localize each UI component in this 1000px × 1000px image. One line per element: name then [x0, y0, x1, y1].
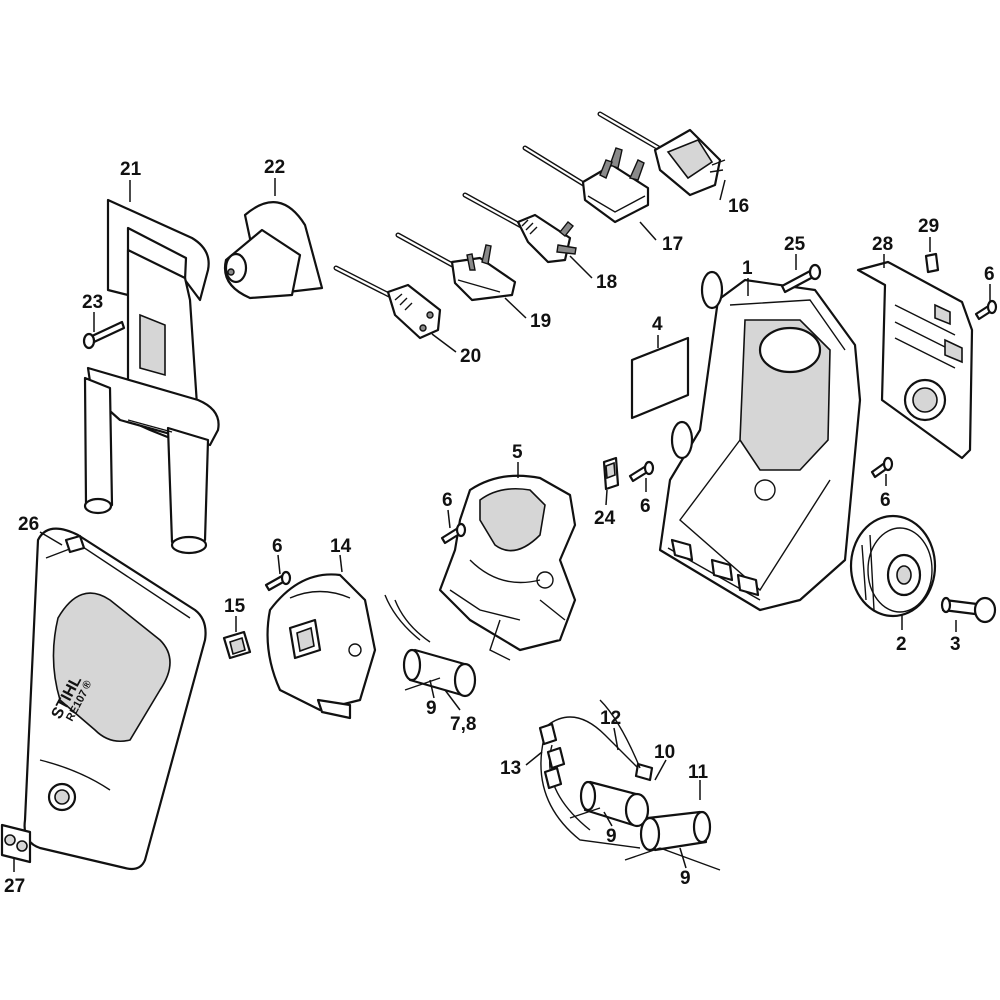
callout-6-left: 6	[272, 536, 283, 557]
part-power-cord-17	[522, 145, 650, 224]
part-housing	[658, 270, 862, 612]
callout-19: 19	[530, 311, 551, 332]
callout-28: 28	[872, 234, 893, 255]
callout-4: 4	[652, 314, 663, 335]
part-axle-pin	[940, 596, 997, 624]
part-capacitor-11	[624, 810, 721, 871]
callout-labels: 21 22 23 16 17 18 19 20 1 25 28 29 6 4 5…	[4, 157, 995, 897]
callout-7-8: 7,8	[450, 714, 476, 735]
callout-6-right: 6	[984, 264, 995, 285]
part-screw-6-mid	[440, 522, 467, 545]
callout-27: 27	[4, 876, 25, 897]
callout-25: 25	[784, 234, 806, 255]
part-rear-panel	[856, 260, 974, 460]
callout-21: 21	[120, 159, 142, 180]
part-power-cord-19	[395, 232, 517, 302]
part-capacitor-10	[569, 780, 650, 828]
callout-3: 3	[950, 634, 961, 655]
callout-26: 26	[18, 514, 39, 535]
callout-6-center: 6	[640, 496, 651, 517]
part-wheel	[849, 514, 937, 618]
callout-1: 1	[742, 258, 753, 279]
part-power-cord-18	[462, 192, 577, 264]
callout-9-center: 9	[606, 826, 617, 847]
part-screw-6-center	[628, 460, 655, 483]
callout-16: 16	[728, 196, 749, 217]
callout-9-left: 9	[426, 698, 437, 719]
leader-lines	[13, 178, 991, 872]
callout-17: 17	[662, 234, 683, 255]
part-handle	[83, 198, 220, 555]
callout-2: 2	[896, 634, 907, 655]
callout-20: 20	[460, 346, 481, 367]
callout-9-right: 9	[680, 868, 691, 889]
part-power-cord-16	[597, 111, 726, 197]
callout-15: 15	[224, 596, 246, 617]
part-screw-23	[82, 320, 126, 350]
callout-12: 12	[600, 708, 621, 729]
callout-29: 29	[918, 216, 939, 237]
part-motor-cover	[266, 573, 377, 720]
part-screw-6-lower	[870, 456, 894, 479]
callout-13: 13	[500, 758, 521, 779]
part-pump-mount	[438, 474, 577, 661]
callout-22: 22	[264, 157, 285, 178]
part-screw-6-left	[264, 570, 292, 592]
part-small-plug	[924, 252, 940, 274]
part-screw-6-right	[974, 299, 998, 321]
callout-24: 24	[594, 508, 616, 529]
part-connector-plate	[0, 823, 32, 864]
callout-18: 18	[596, 272, 617, 293]
callout-23: 23	[82, 292, 103, 313]
part-screw-25	[780, 263, 822, 294]
callout-6-mid: 6	[442, 490, 453, 511]
part-label-sheet	[630, 336, 690, 420]
part-wiring-harness	[538, 699, 654, 849]
part-capacitor	[384, 594, 477, 698]
callout-11: 11	[688, 762, 709, 783]
callout-14: 14	[330, 536, 352, 557]
part-switch	[222, 630, 252, 660]
callout-10: 10	[654, 742, 675, 763]
callout-5: 5	[512, 442, 523, 463]
part-power-cord-20	[333, 265, 442, 340]
part-clip	[602, 456, 620, 491]
part-cord-hook	[223, 201, 324, 300]
callout-6-lower: 6	[880, 490, 891, 511]
part-front-cover: STIHL ® RE107	[23, 527, 207, 871]
